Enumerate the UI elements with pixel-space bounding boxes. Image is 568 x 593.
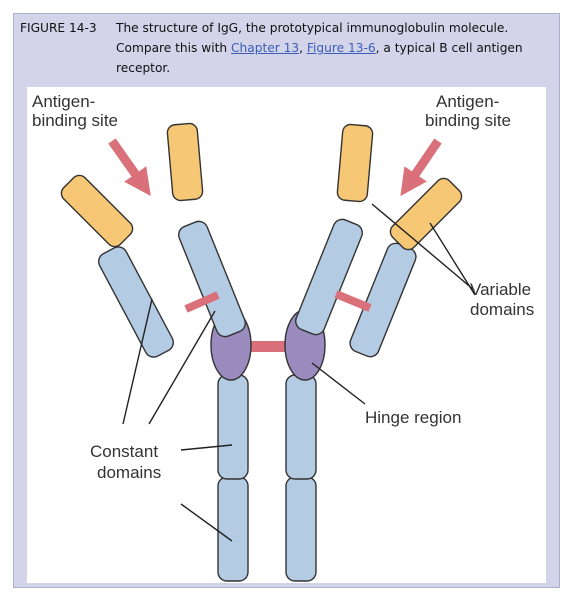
- igg-structure-diagram: Antigen- binding site Antigen- binding s…: [27, 87, 546, 583]
- antigen-binding-arrow-right: [408, 141, 438, 185]
- heavy-chain-constant-domain-right-lower: [286, 477, 316, 581]
- diagram-area: Antigen- binding site Antigen- binding s…: [27, 87, 546, 583]
- caption-text: The structure of IgG, the prototypical i…: [116, 18, 556, 78]
- figure-panel: FIGURE 14-3 The structure of IgG, the pr…: [13, 13, 560, 588]
- light-chain-variable-domain-left: [58, 172, 136, 250]
- heavy-chain-constant-domain-left-lower: [218, 477, 248, 581]
- variable-domains-label-line1: Variable: [470, 280, 531, 299]
- heavy-chain-variable-domain-left: [167, 123, 204, 201]
- figure-13-6-link[interactable]: Figure 13-6: [307, 41, 376, 55]
- constant-domains-label-line2: domains: [97, 463, 161, 482]
- caption-separator: ,: [299, 41, 307, 55]
- interchain-disulfide-bond-right: [336, 294, 370, 308]
- antigen-binding-arrow-left: [112, 141, 143, 185]
- light-chain-variable-domain-right: [387, 175, 465, 253]
- heavy-chain-constant-domain-right-upper: [286, 375, 316, 479]
- antigen-binding-label-right-line1: Antigen-: [436, 92, 499, 111]
- figure-label: FIGURE 14-3: [20, 18, 97, 38]
- chapter-13-link[interactable]: Chapter 13: [231, 41, 299, 55]
- heavy-chain-ch1-domain-left: [176, 219, 248, 340]
- hinge-leader-line: [312, 363, 365, 404]
- heavy-chain-variable-domain-right: [337, 124, 374, 202]
- variable-domains-label-line2: domains: [470, 300, 534, 319]
- antigen-binding-label-left-line2: binding site: [32, 111, 118, 130]
- hinge-region-label: Hinge region: [365, 408, 461, 427]
- antigen-binding-label-right-line2: binding site: [425, 111, 511, 130]
- antigen-binding-label-left-line1: Antigen-: [32, 92, 95, 111]
- light-chain-constant-domain-left: [96, 244, 177, 361]
- constant-domains-label-line1: Constant: [90, 442, 158, 461]
- heavy-chain-ch1-domain-right: [293, 217, 365, 338]
- heavy-chain-constant-domain-left-upper: [218, 375, 248, 479]
